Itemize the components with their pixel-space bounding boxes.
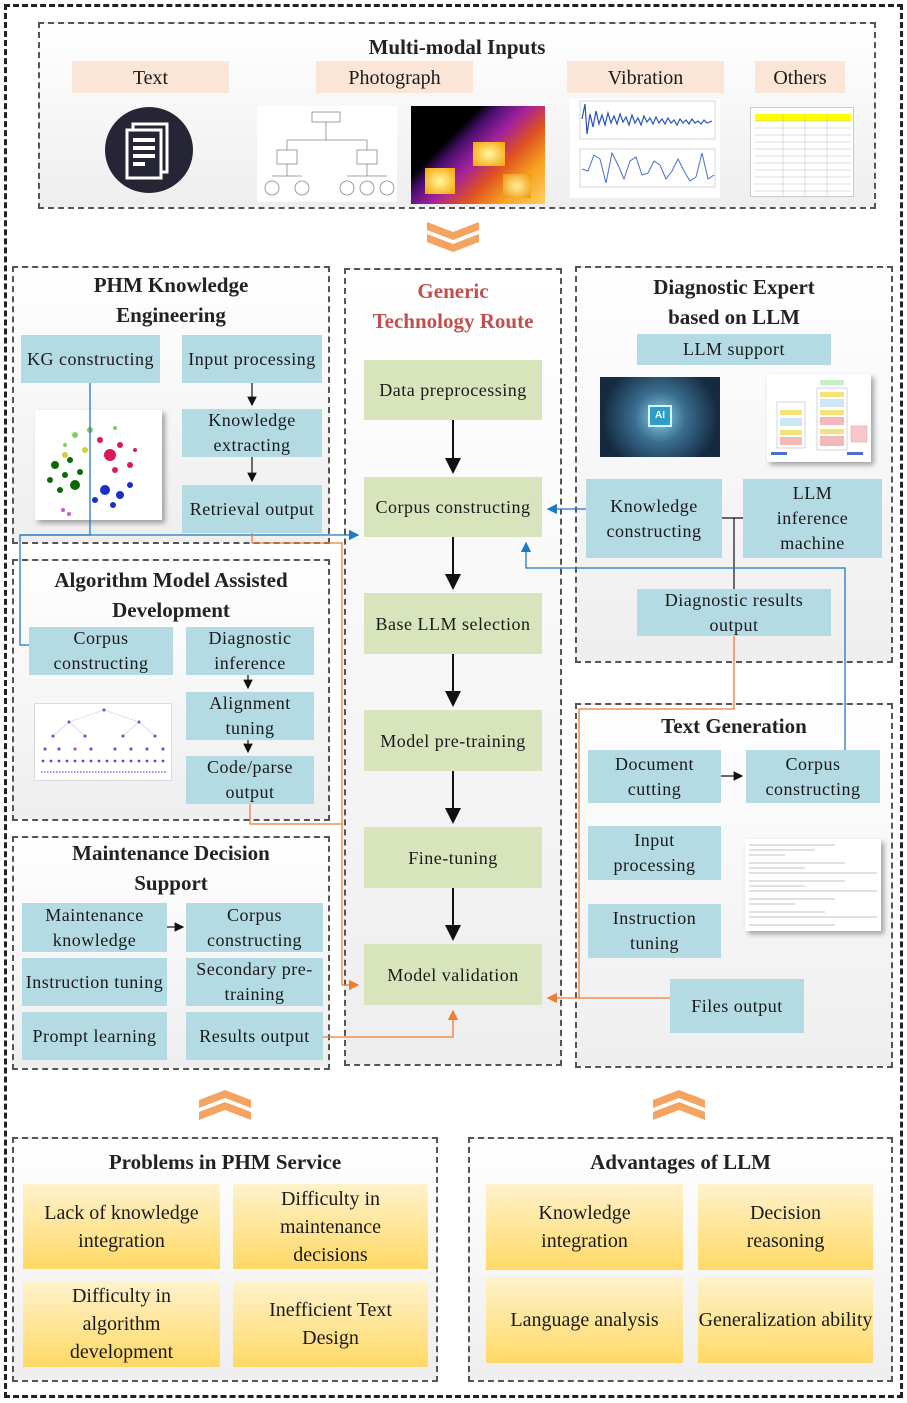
route-title-line1: Generic — [417, 279, 489, 303]
chevron-down-icon — [425, 220, 481, 254]
textgen-instruction-tuning-box: Instruction tuning — [588, 904, 721, 958]
llm-inference-machine-box: LLM inference machine — [743, 479, 882, 558]
advantage-knowledge-integration: Knowledge integration — [486, 1184, 683, 1270]
knowledge-graph-network — [35, 410, 162, 520]
vibration-signal-plot — [570, 99, 720, 198]
input-tag-text: Text — [72, 61, 229, 93]
files-output-box: Files output — [670, 979, 804, 1033]
textgen-corpus-constructing-box: Corpus constructing — [746, 750, 880, 803]
chevron-up-icon-left — [197, 1088, 253, 1122]
algo-title-line1: Algorithm Model Assisted — [54, 568, 288, 592]
route-step-corpus-constructing: Corpus constructing — [364, 477, 542, 537]
problem-knowledge-integration: Lack of knowledge integration — [23, 1184, 220, 1269]
diag-title-line2: based on LLM — [668, 305, 800, 329]
knowledge-extracting-box: Knowledge extracting — [182, 409, 322, 457]
diag-title-line1: Diagnostic Expert — [653, 275, 815, 299]
results-output-box: Results output — [186, 1012, 323, 1060]
textgen-input-processing-box: Input processing — [588, 826, 721, 880]
fault-tree-diagram — [257, 106, 397, 202]
advantage-decision-reasoning: Decision reasoning — [698, 1184, 873, 1270]
llm-support-box: LLM support — [637, 334, 831, 365]
route-step-base-llm-selection: Base LLM selection — [364, 593, 542, 654]
multimodal-inputs-title: Multi-modal Inputs — [368, 35, 546, 59]
code-parse-output-box: Code/parse output — [186, 756, 314, 804]
advantages-title: Advantages of LLM — [590, 1150, 771, 1174]
problem-maintenance-decisions: Difficulty in maintenance decisions — [233, 1184, 428, 1269]
textgen-title: Text Generation — [661, 714, 807, 738]
problem-inefficient-text-design: Inefficient Text Design — [233, 1281, 428, 1367]
route-step-model-validation: Model validation — [364, 944, 542, 1005]
route-title-line2: Technology Route — [372, 309, 534, 333]
input-tag-others: Others — [755, 61, 845, 93]
algo-title-line2: Development — [112, 598, 230, 622]
maint-corpus-constructing-box: Corpus constructing — [186, 903, 323, 952]
route-step-fine-tuning: Fine-tuning — [364, 827, 542, 888]
phm-ke-title-line1: PHM Knowledge — [93, 273, 249, 297]
algo-corpus-constructing-box: Corpus constructing — [29, 627, 173, 675]
maint-title-line1: Maintenance Decision — [72, 841, 270, 865]
input-tag-photograph: Photograph — [316, 61, 473, 93]
advantage-generalization-ability: Generalization ability — [698, 1277, 873, 1363]
problems-title: Problems in PHM Service — [108, 1150, 342, 1174]
knowledge-constructing-box: Knowledge constructing — [586, 479, 722, 558]
maint-instruction-tuning-box: Instruction tuning — [22, 958, 167, 1006]
input-processing-box: Input processing — [182, 335, 322, 383]
prompt-learning-box: Prompt learning — [22, 1012, 167, 1060]
retrieval-output-box: Retrieval output — [182, 485, 322, 533]
input-tag-vibration: Vibration — [567, 61, 724, 93]
secondary-pretraining-box: Secondary pre-training — [186, 958, 323, 1006]
ai-chip-image: AI — [600, 377, 720, 457]
document-cutting-box: Document cutting — [588, 750, 721, 803]
route-step-data-preprocessing: Data preprocessing — [364, 360, 542, 420]
spreadsheet-table — [750, 107, 854, 197]
alignment-tuning-box: Alignment tuning — [186, 692, 314, 740]
diagnostic-inference-box: Diagnostic inference — [186, 627, 314, 675]
document-icon — [103, 106, 195, 194]
phm-ke-title-line2: Engineering — [116, 303, 226, 327]
text-file-screenshot — [745, 839, 881, 931]
route-step-model-pretraining: Model pre-training — [364, 710, 542, 771]
maintenance-knowledge-box: Maintenance knowledge — [22, 903, 167, 952]
problem-algorithm-development: Difficulty in algorithm development — [23, 1281, 220, 1367]
outer-frame — [4, 4, 903, 1398]
thermal-image — [411, 106, 545, 204]
tree-search-plot — [34, 703, 172, 781]
transformer-architecture-diagram — [767, 374, 871, 462]
maint-title-line2: Support — [134, 871, 208, 895]
advantage-language-analysis: Language analysis — [486, 1277, 683, 1363]
kg-constructing-box: KG constructing — [21, 335, 160, 383]
diagnostic-results-output-box: Diagnostic results output — [637, 589, 831, 636]
chevron-up-icon-right — [651, 1088, 707, 1122]
